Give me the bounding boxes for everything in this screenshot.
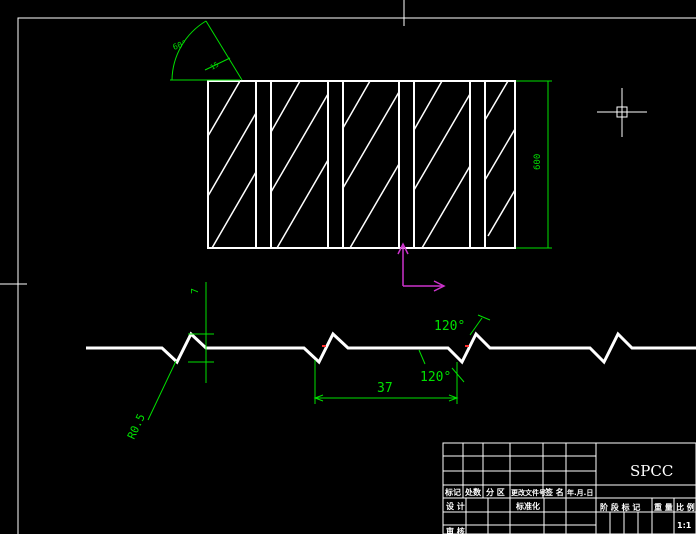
title-block — [442, 442, 696, 534]
title-header-cell-3: 分 区 — [486, 487, 505, 497]
title-stage-mark-label: 阶 段 标 记 — [600, 502, 640, 512]
title-header-cell-6: 年.月.日 — [567, 488, 593, 497]
title-scale-label: 比 例 — [676, 502, 695, 512]
profile-angle-dimensions — [418, 314, 491, 383]
panel-angle-dimension — [170, 20, 243, 81]
title-design-label: 设 计 — [446, 501, 465, 511]
title-weight-label: 重 量 — [654, 502, 673, 512]
profile-angle-top-label: 120° — [434, 319, 465, 334]
profile-pitch-label: 37 — [377, 381, 393, 396]
title-header-cell-1: 标记 — [444, 487, 461, 497]
profile-angle-bottom-label: 120° — [420, 370, 451, 385]
panel-height-label: 600 — [533, 154, 543, 170]
corrugated-profile — [86, 331, 696, 365]
title-header-cell-5: 签 名 — [544, 487, 564, 497]
title-header-cell-2: 处数 — [464, 487, 482, 497]
title-block-material: SPCC — [630, 462, 673, 480]
panel-plan-view — [207, 80, 516, 249]
title-review-label: 审 核 — [446, 526, 465, 534]
crosshair-cursor — [597, 88, 647, 137]
profile-depth-label: 7 — [190, 288, 201, 294]
title-scale-value: 1:1 — [677, 521, 692, 530]
profile-radius-leader — [147, 360, 177, 421]
title-standard-label: 标准化 — [515, 501, 540, 511]
panel-hatch-lines — [207, 80, 516, 249]
profile-pitch-dimension — [313, 360, 459, 404]
title-header-cell-4: 更改文件号 — [511, 488, 546, 497]
ucs-icon — [397, 242, 446, 292]
profile-depth-dimension — [188, 282, 214, 383]
panel-small-dim-label: 15 — [209, 61, 220, 72]
profile-radius-label: R0.5 — [125, 412, 148, 442]
panel-height-dimension — [516, 80, 552, 249]
panel-angle-label: 60° — [172, 38, 189, 51]
